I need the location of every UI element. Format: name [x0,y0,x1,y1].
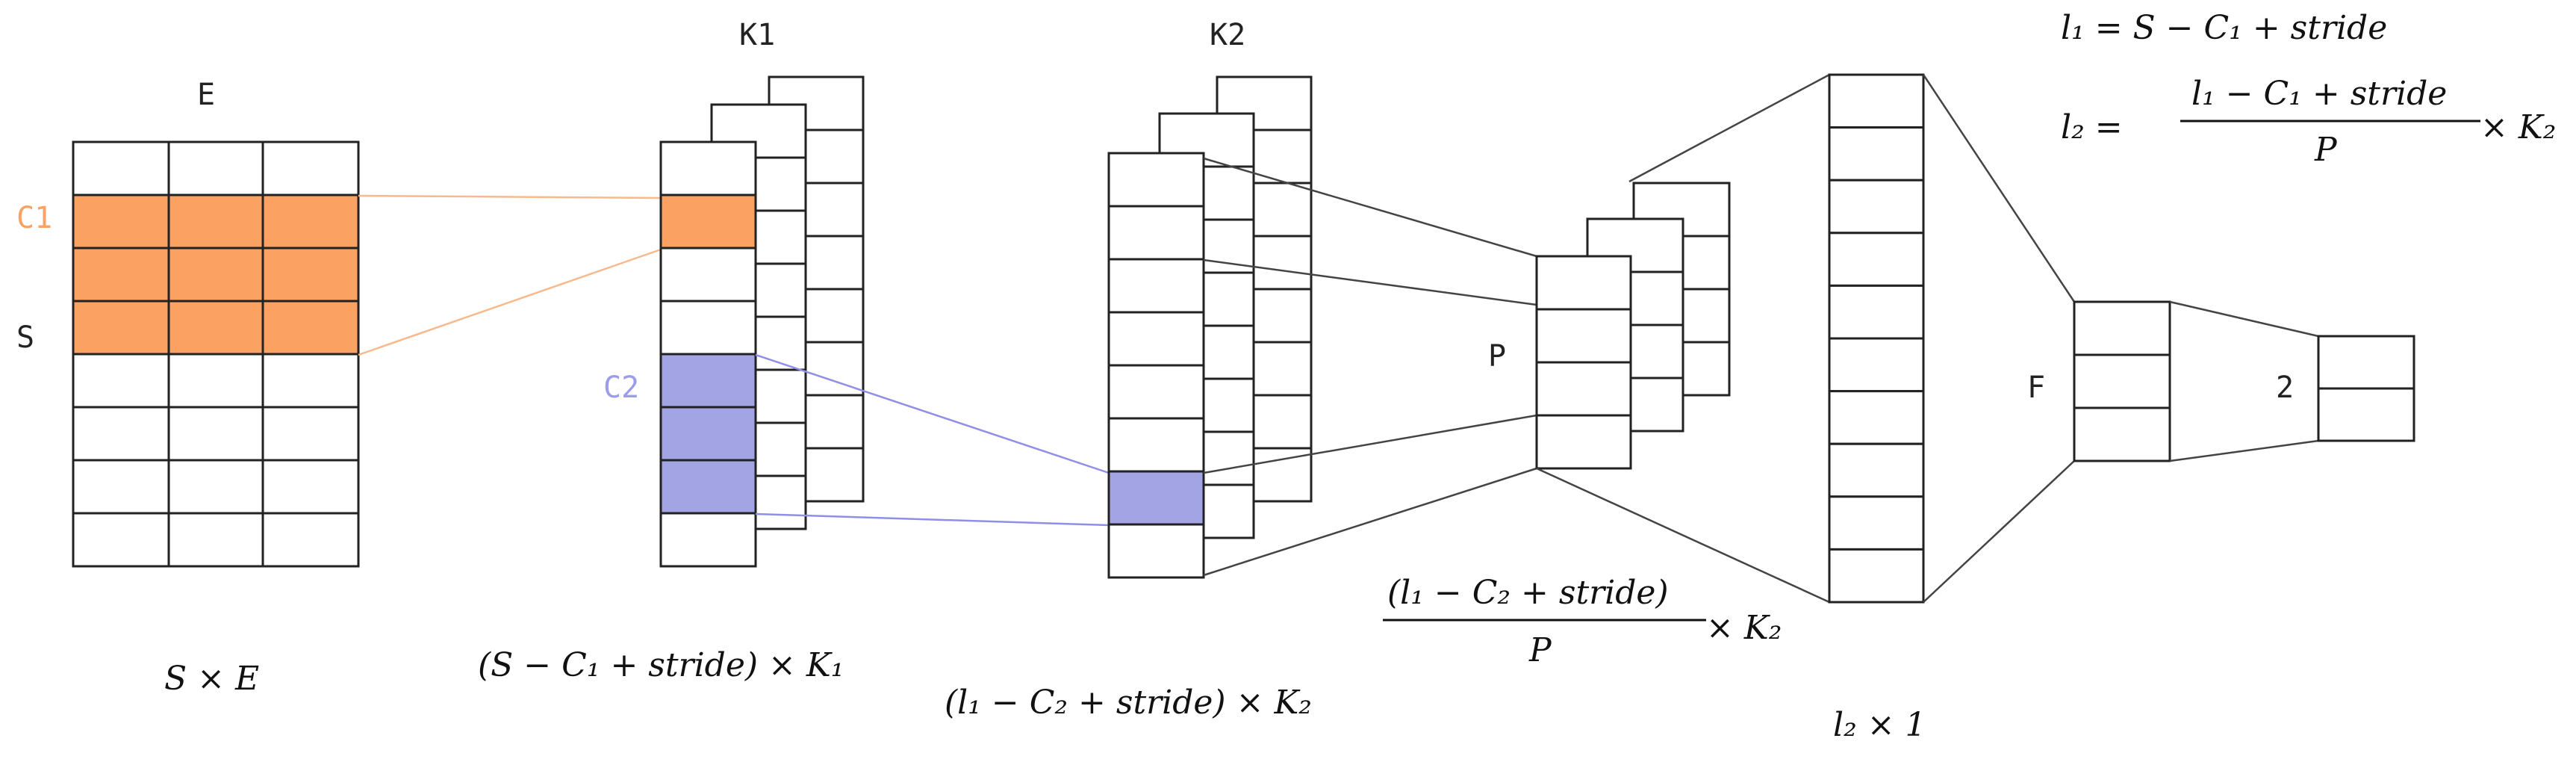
flattened-cell [1828,179,1925,235]
embedding-cell [261,300,360,356]
flattened-cell [1828,495,1925,551]
k1-cell [659,459,757,515]
embedding-cell [167,247,266,303]
label-c1: C1 [16,201,52,235]
k1-cell [659,512,757,568]
dim-pooled-numerator: (l₁ − C₂ + stride) [1387,574,1669,612]
k1-cell [659,247,757,303]
embedding-cell [261,459,360,515]
flattened-cell [1828,73,1925,129]
flattened-cell [1828,232,1925,287]
k2-cell [1107,258,1205,314]
dim-k2: (l₁ − C₂ + stride) × K₂ [945,684,1312,722]
flatten-connector-bottom [1536,467,1830,604]
k1-feature-maps [659,75,865,568]
k2-cell [1107,417,1205,473]
label-e: E [197,78,215,112]
embedding-cell [167,300,266,356]
k2-cell [1107,470,1205,526]
embedding-cell [72,512,170,568]
embedding-cell [167,512,266,568]
embedding-cell [167,459,266,515]
embedding-cell [72,406,170,462]
flattened-vector [1828,73,1925,604]
formula-l2-numerator: l₁ − C₁ + stride [2191,75,2447,113]
pooled-maps [1535,182,1731,470]
k1-cell [659,406,757,462]
fully-connected-layer [2073,300,2171,462]
formula-l2-denominator: P [2314,131,2338,169]
embedding-cell [261,247,360,303]
embedding-cell [261,512,360,568]
flatten-connector-top [1628,73,1830,183]
fc-connector-bottom [1923,460,2075,603]
embedding-cell [167,140,266,196]
dim-pooled-denominator: P [1528,631,1552,669]
embedding-cell [261,140,360,196]
embedding-cell [167,406,266,462]
k2-cell [1107,311,1205,367]
k1-cell [659,193,757,250]
dim-pooled-multiplier: × K₂ [1706,609,1782,647]
k2-cell [1107,152,1205,208]
embedding-cell [167,353,266,409]
k1-cell [659,300,757,356]
embedding-cell [72,193,170,250]
flattened-cell [1828,284,1925,340]
k2-cell [1107,205,1205,261]
flattened-cell [1828,548,1925,604]
embedding-cell [72,140,170,196]
label-p: P [1488,339,1506,374]
c1-connector-bottom [358,248,662,356]
embedding-cell [261,406,360,462]
dim-k1: (S − C₁ + stride) × K₁ [478,646,844,684]
embedding-matrix [72,140,360,568]
pool-cell [1535,361,1632,417]
label-k1: K1 [739,18,775,52]
flattened-cell [1828,442,1925,498]
c2-connector-bottom [755,512,1110,527]
fc-cell [2073,300,2171,356]
flattened-cell [1828,390,1925,445]
formula-l2-multiplier: × K₂ [2480,108,2556,146]
embedding-cell [72,459,170,515]
k2-cell [1107,523,1205,579]
label-c2: C2 [603,371,639,405]
embedding-cell [261,193,360,250]
dim-flattened: l₂ × 1 [1833,706,1926,744]
dim-embedding: S × E [164,660,259,698]
k2-cell [1107,364,1205,420]
label-f: F [2027,371,2045,405]
output-layer [2317,335,2415,442]
fc-cell [2073,406,2171,462]
flattened-cell [1828,337,1925,393]
embedding-cell [72,353,170,409]
k2-feature-maps [1107,75,1313,579]
label-s: S [16,320,34,355]
fc-connector-top [1922,74,2076,303]
k1-cell [659,353,757,409]
output-connector-top [2169,300,2319,338]
pool-cell [1535,308,1632,364]
embedding-cell [261,353,360,409]
pooling-connectors [1203,157,1537,577]
embedding-cell [167,193,266,250]
flattened-cell [1828,126,1925,182]
c1-connector-top [358,194,662,199]
pool-cell [1535,255,1632,311]
label-output-2: 2 [2276,371,2294,405]
fc-cell [2073,353,2171,409]
k1-cell [659,140,757,196]
formula-l1: l₁ = S − C₁ + stride [2061,9,2387,47]
label-k2: K2 [1210,18,1245,52]
output-connector-bottom [2169,439,2319,462]
c2-connector-top [755,353,1110,474]
embedding-cell [72,247,170,303]
formula-l2-lhs: l₂ = [2061,108,2123,146]
pool-cell [1535,414,1632,470]
embedding-cell [72,300,170,356]
